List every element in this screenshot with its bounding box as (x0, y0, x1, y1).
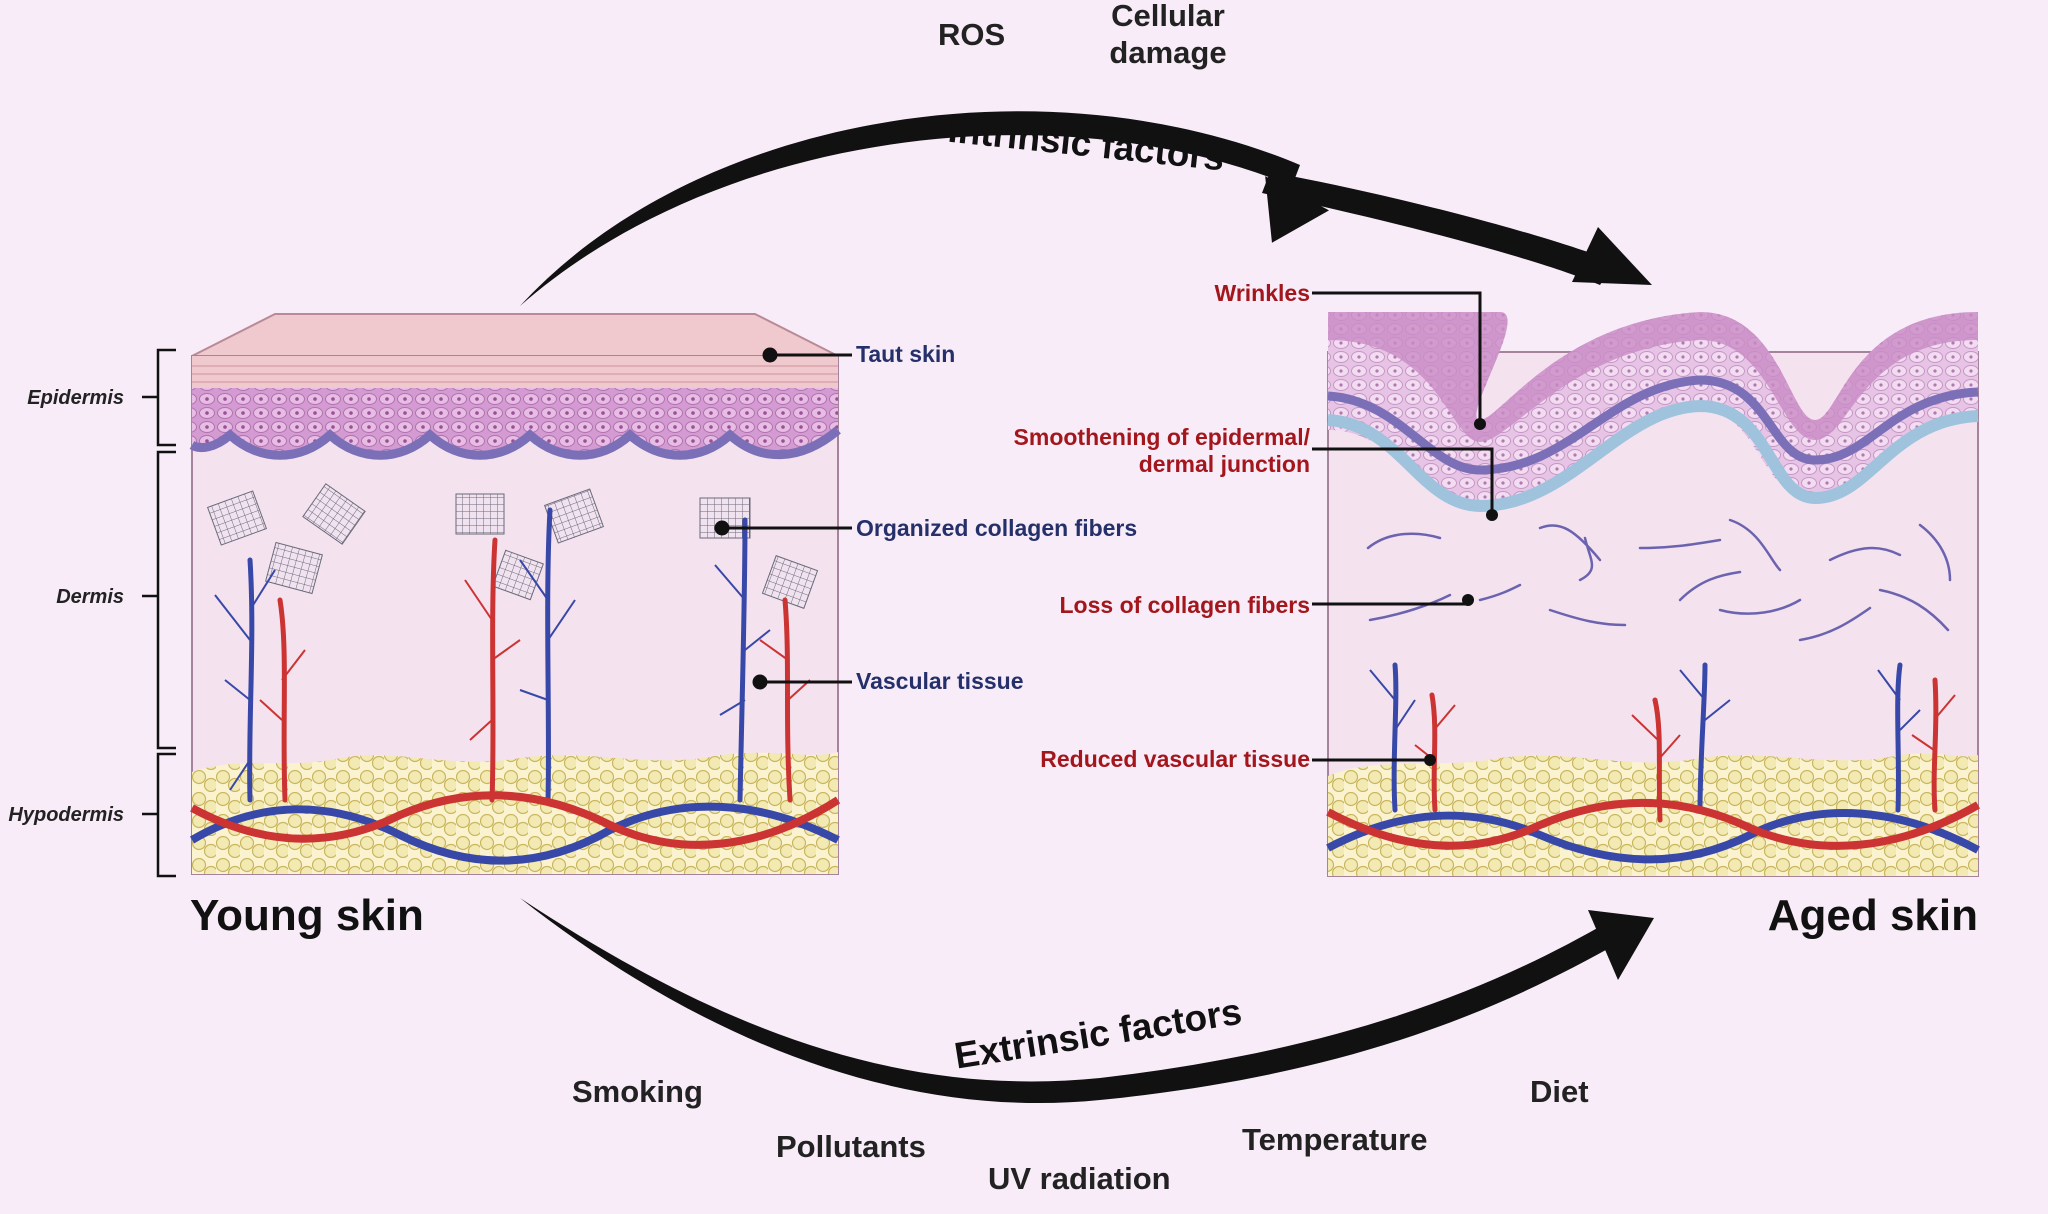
aged-skin-block (1326, 312, 1980, 877)
aged-callout-dots (1424, 418, 1498, 766)
diet-label: Diet (1530, 1074, 1589, 1109)
aged-skin-title: Aged skin (1768, 891, 1978, 940)
vascular-tissue-label: Vascular tissue (856, 668, 1024, 694)
taut-skin-label: Taut skin (856, 341, 955, 367)
cellular-damage-label-1: Cellular (1111, 0, 1225, 33)
epidermis-label: Epidermis (27, 387, 124, 409)
uv-radiation-label: UV radiation (988, 1161, 1171, 1196)
cellular-damage-label-2: damage (1109, 35, 1226, 70)
hypodermis-label: Hypodermis (8, 804, 124, 826)
layer-bracket (142, 348, 176, 878)
temperature-label: Temperature (1242, 1122, 1428, 1157)
smoothening-label-1: Smoothening of epidermal/ (1014, 424, 1311, 450)
wrinkles-label: Wrinkles (1215, 280, 1310, 306)
ros-label: ROS (938, 17, 1005, 52)
pollutants-label: Pollutants (776, 1129, 926, 1164)
dermis-label: Dermis (56, 586, 124, 608)
extrinsic-arrow (520, 898, 1654, 1104)
aged-callouts (1312, 291, 1494, 762)
smoking-label: Smoking (572, 1074, 703, 1109)
organized-collagen-label: Organized collagen fibers (856, 515, 1137, 541)
reduced-vascular-label: Reduced vascular tissue (1040, 746, 1310, 772)
young-skin-block (189, 313, 841, 875)
smoothening-label-2: dermal junction (1139, 451, 1310, 477)
young-callouts (714, 347, 852, 690)
intrinsic-arrow (520, 111, 1652, 306)
loss-collagen-label: Loss of collagen fibers (1060, 592, 1311, 618)
young-skin-title: Young skin (190, 891, 424, 940)
